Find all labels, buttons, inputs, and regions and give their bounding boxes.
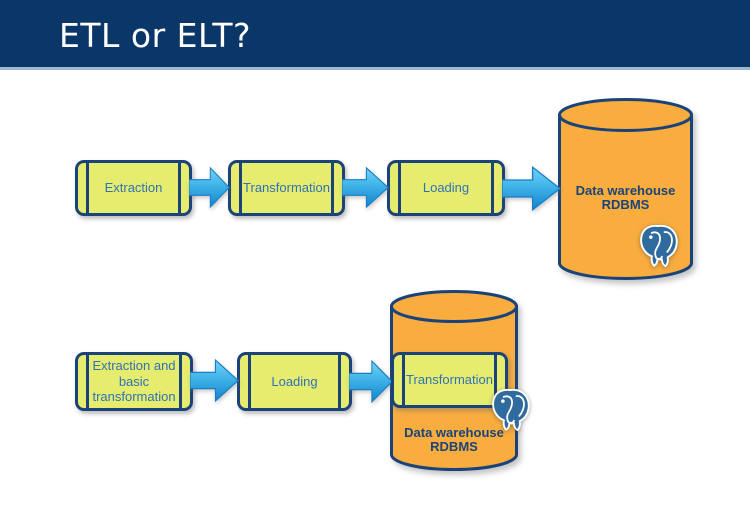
step-label: Extraction and basic transformation xyxy=(92,357,176,405)
postgresql-elephant-icon xyxy=(637,223,679,269)
step-label: Transformation xyxy=(406,372,493,388)
flow-arrow-icon xyxy=(502,164,561,213)
step-box-loading: Loading xyxy=(387,160,505,216)
slide-header: ETL or ELT? xyxy=(0,0,750,70)
slide-title: ETL or ELT? xyxy=(59,16,251,55)
warehouse-label-line1: Data warehouse xyxy=(575,183,676,198)
step-box-transformation: Transformation xyxy=(228,160,345,216)
flow-arrow-icon xyxy=(190,357,239,404)
step-box-extraction: Extraction xyxy=(75,160,192,216)
warehouse-label-line2: RDBMS xyxy=(430,439,478,454)
step-box-extraction-and-basic-transformation: Extraction and basic transformation xyxy=(75,352,193,411)
warehouse-label: Data warehouse RDBMS xyxy=(389,426,519,454)
warehouse-label-line2: RDBMS xyxy=(601,197,650,212)
step-box-transformation-in-warehouse: Transformation xyxy=(391,352,508,408)
postgresql-elephant-icon xyxy=(489,387,531,433)
step-label: Loading xyxy=(271,373,318,389)
step-label: Transformation xyxy=(243,180,330,196)
flow-arrow-icon xyxy=(189,165,230,210)
step-label: Loading xyxy=(422,180,470,196)
step-label: Extraction xyxy=(104,180,163,196)
step-box-loading: Loading xyxy=(237,352,352,411)
flow-arrow-icon xyxy=(349,358,393,405)
warehouse-label: Data warehouse RDBMS xyxy=(557,184,694,212)
flow-arrow-icon xyxy=(342,165,389,210)
warehouse-label-line1: Data warehouse xyxy=(404,425,504,440)
